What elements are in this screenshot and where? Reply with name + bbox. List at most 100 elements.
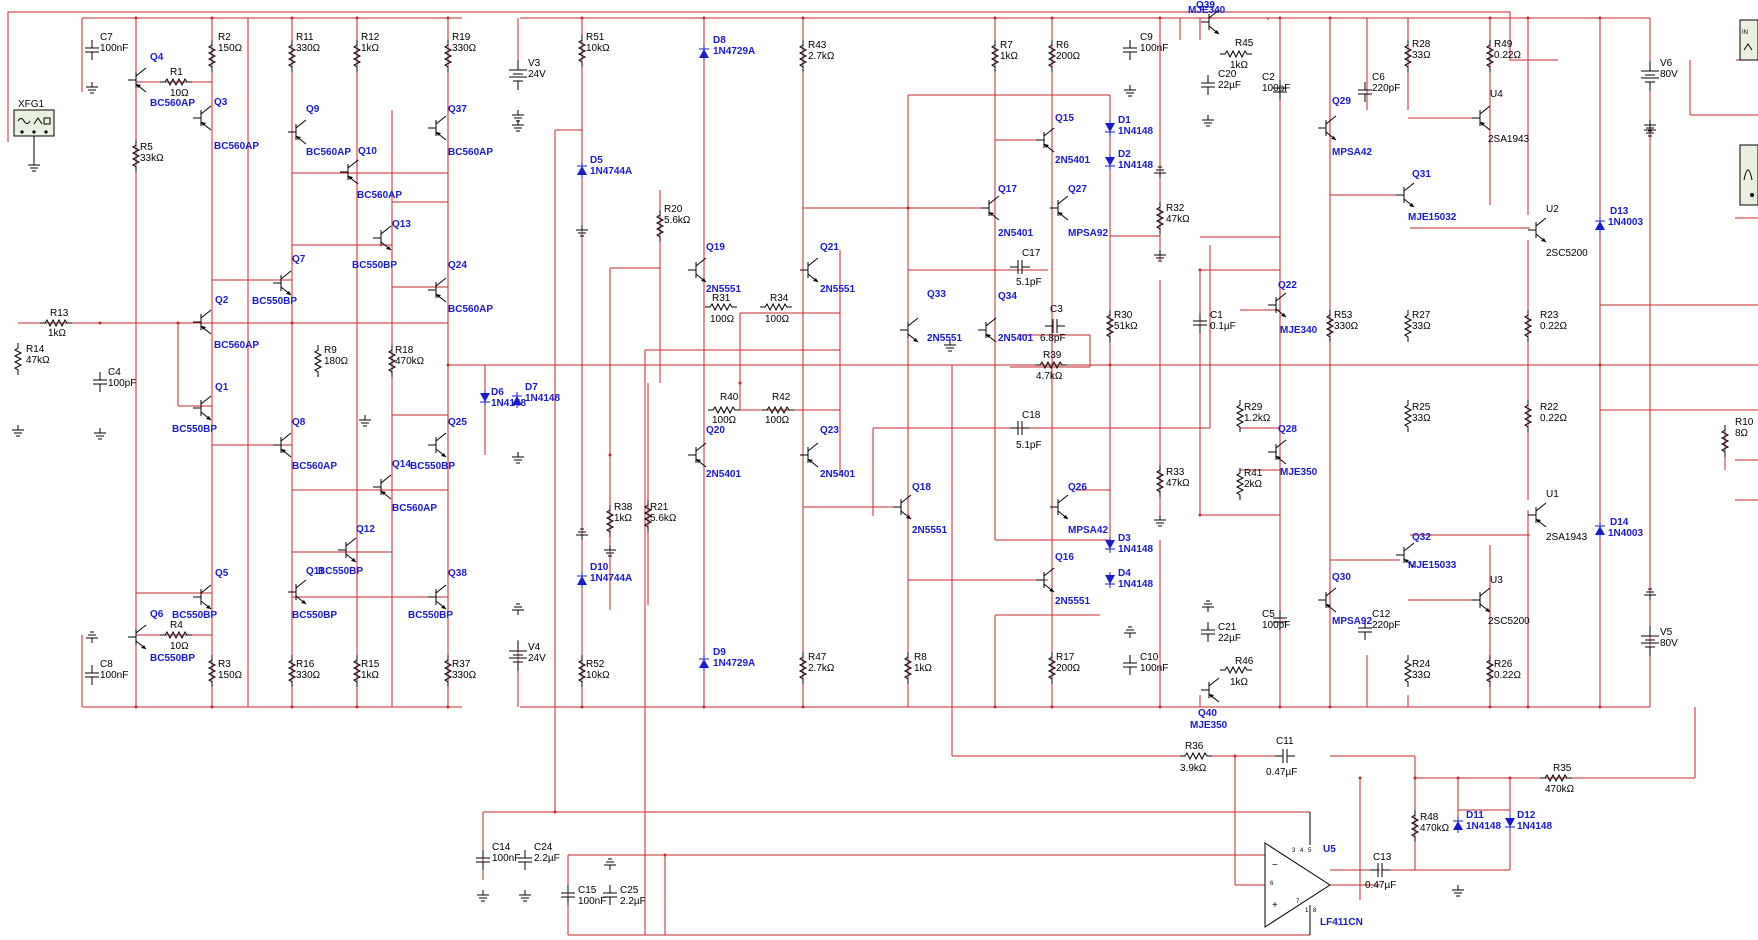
svg-text:330Ω: 330Ω — [296, 670, 321, 681]
svg-text:330Ω: 330Ω — [296, 43, 321, 54]
svg-text:100Ω: 100Ω — [765, 314, 790, 325]
svg-text:Q18: Q18 — [912, 482, 931, 493]
svg-text:100Ω: 100Ω — [712, 415, 737, 426]
svg-text:Q17: Q17 — [998, 184, 1017, 195]
svg-text:R46: R46 — [1235, 656, 1254, 667]
svg-text:R12: R12 — [361, 32, 380, 43]
svg-text:7: 7 — [1296, 899, 1300, 905]
svg-text:R3: R3 — [218, 659, 231, 670]
svg-text:BC560AP: BC560AP — [306, 147, 351, 158]
svg-text:MJE350: MJE350 — [1280, 467, 1318, 478]
svg-text:R16: R16 — [296, 659, 315, 670]
svg-text:R49: R49 — [1494, 39, 1513, 50]
svg-text:D11: D11 — [1466, 810, 1484, 821]
svg-text:V3: V3 — [528, 58, 541, 69]
svg-text:R8: R8 — [914, 652, 927, 663]
svg-text:R13: R13 — [50, 308, 69, 319]
svg-text:Q15: Q15 — [1055, 113, 1074, 124]
svg-text:2SC5200: 2SC5200 — [1546, 248, 1588, 259]
multimeter-instrument[interactable]: IN — [1739, 19, 1758, 61]
svg-text:1N4148: 1N4148 — [1466, 821, 1501, 832]
svg-text:Q33: Q33 — [927, 289, 946, 300]
svg-text:R33: R33 — [1166, 467, 1185, 478]
svg-text:MPSA92: MPSA92 — [1068, 228, 1108, 239]
svg-text:470kΩ: 470kΩ — [1545, 784, 1575, 795]
svg-text:BC550BP: BC550BP — [352, 260, 397, 271]
svg-text:Q10: Q10 — [358, 146, 377, 157]
svg-text:1N4148: 1N4148 — [491, 398, 526, 409]
svg-text:33Ω: 33Ω — [1412, 413, 1431, 424]
svg-text:6.8pF: 6.8pF — [1040, 333, 1066, 344]
svg-text:XFG1: XFG1 — [18, 99, 45, 110]
svg-text:24V: 24V — [528, 69, 546, 80]
function-generator-xfg1[interactable]: XFG1 — [13, 99, 55, 172]
svg-text:2SA1943: 2SA1943 — [1488, 134, 1530, 145]
svg-text:R35: R35 — [1553, 763, 1572, 774]
svg-text:0.22Ω: 0.22Ω — [1540, 413, 1567, 424]
svg-text:MJE15032: MJE15032 — [1408, 212, 1457, 223]
svg-text:R28: R28 — [1412, 39, 1431, 50]
svg-text:D2: D2 — [1118, 149, 1131, 160]
svg-text:Q20: Q20 — [706, 425, 725, 436]
svg-text:0.47µF: 0.47µF — [1365, 880, 1396, 891]
junctions — [98, 16, 1602, 857]
svg-text:BC550BP: BC550BP — [410, 461, 455, 472]
svg-text:BC550BP: BC550BP — [318, 566, 363, 577]
svg-text:R47: R47 — [808, 652, 827, 663]
svg-text:Q24: Q24 — [448, 260, 467, 271]
svg-text:Q39: Q39 — [1196, 0, 1215, 11]
svg-text:220pF: 220pF — [1372, 620, 1400, 631]
svg-text:R25: R25 — [1412, 402, 1431, 413]
svg-text:C3: C3 — [1050, 304, 1063, 315]
svg-text:2.2µF: 2.2µF — [534, 853, 560, 864]
svg-text:0.1µF: 0.1µF — [1210, 321, 1236, 332]
svg-text:−: − — [1272, 860, 1278, 871]
op-amp-u5: − + 3 4 5 6 7 1 8 U5 LF411CN — [1264, 812, 1363, 935]
oscilloscope-instrument[interactable] — [1739, 144, 1758, 206]
svg-text:100pF: 100pF — [108, 378, 136, 389]
svg-text:Q4: Q4 — [150, 52, 164, 63]
svg-text:D9: D9 — [713, 647, 726, 658]
svg-text:1kΩ: 1kΩ — [1230, 677, 1249, 688]
svg-text:C18: C18 — [1022, 410, 1041, 421]
svg-text:0.22Ω: 0.22Ω — [1494, 670, 1521, 681]
svg-text:0.47µF: 0.47µF — [1266, 767, 1297, 778]
svg-text:33Ω: 33Ω — [1412, 321, 1431, 332]
svg-text:C5: C5 — [1262, 609, 1275, 620]
svg-text:C24: C24 — [534, 842, 553, 853]
svg-text:R29: R29 — [1244, 402, 1263, 413]
